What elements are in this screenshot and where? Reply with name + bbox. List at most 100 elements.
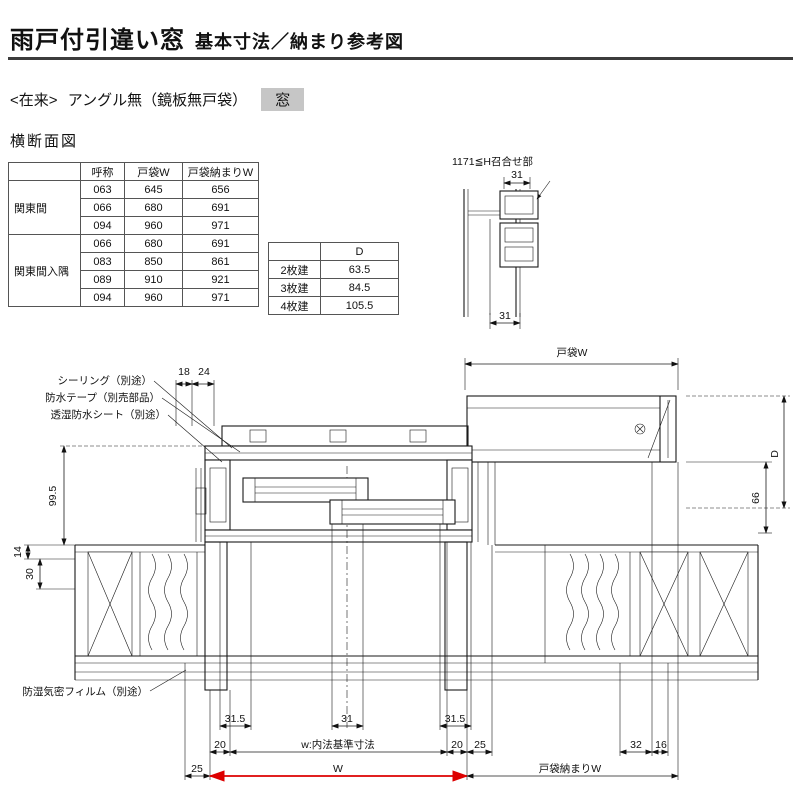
- detail-dim-bottom: 31: [499, 310, 511, 322]
- table-row: 089 910 921: [9, 270, 259, 289]
- col-header: 戸袋納まりW: [182, 162, 259, 181]
- dim-row-overlaps: 31.5 31 31.5: [219, 713, 472, 729]
- dim-label-24: 24: [198, 366, 210, 378]
- wall-right: [495, 544, 759, 680]
- cell: 094: [80, 288, 125, 307]
- dim-label-31-5-left: 31.5: [225, 713, 246, 725]
- page-subtitle: 基本寸法／納まり参考図: [195, 32, 404, 52]
- spec-prefix: <在来>: [10, 92, 58, 109]
- dim-label-31-5-right: 31.5: [445, 713, 466, 725]
- sash-outer: [329, 499, 456, 525]
- annotation-tape: 防水テープ（別売部品）: [45, 391, 160, 404]
- cell: 921: [182, 270, 259, 289]
- dim-d: D: [686, 395, 790, 509]
- dim-label-20-right: 20: [451, 739, 463, 751]
- cell: 089: [80, 270, 125, 289]
- cell: 3枚建: [268, 278, 321, 297]
- cell: 84.5: [320, 278, 399, 297]
- dim-label-66: 66: [750, 492, 762, 504]
- cell: 960: [124, 288, 183, 307]
- head-board: [221, 425, 469, 447]
- group-label: 関東間: [8, 180, 81, 235]
- extension-lines: [184, 462, 679, 780]
- group-label: 関東間入隅: [8, 234, 81, 307]
- cross-section-figure: 戸袋W D 66: [12, 346, 790, 782]
- cell: 680: [124, 234, 183, 253]
- detail-dim-top: 31: [511, 169, 523, 181]
- spec-line: <在来> アングル無（鏡板無戸袋） 窓: [10, 88, 305, 111]
- cell: 656: [182, 180, 259, 199]
- dim-label-18: 18: [178, 366, 190, 378]
- depth-table: D 2枚建 63.5 3枚建 84.5 4枚建 105.5: [268, 242, 399, 315]
- cell: 850: [124, 252, 183, 271]
- window-frame: [195, 445, 473, 728]
- section-heading: 横断面図: [10, 133, 79, 150]
- size-table: 呼称 戸袋W 戸袋納まりW 関東間 063 645 656 066 680 69…: [8, 162, 259, 307]
- corner-cell: [268, 242, 321, 261]
- dim-label-25-right: 25: [474, 739, 486, 751]
- dim-label-32: 32: [630, 739, 642, 751]
- cell: 105.5: [320, 296, 399, 315]
- cell: 691: [182, 198, 259, 217]
- cell: 2枚建: [268, 260, 321, 279]
- dim-label-25-left: 25: [191, 763, 203, 775]
- cell: 63.5: [320, 260, 399, 279]
- cell: 680: [124, 198, 183, 217]
- dim-18-24: 18 24: [175, 366, 215, 426]
- shutter-box: [466, 395, 677, 545]
- dim-label-d: D: [769, 450, 781, 458]
- dim-label-tobukuro-w: 戸袋W: [557, 346, 588, 359]
- depth-table-header-row: D: [268, 242, 399, 261]
- cell: 083: [80, 252, 125, 271]
- meeting-stile-detail: 1171≦H召合せ部 31 31: [452, 155, 551, 329]
- col-header: D: [320, 242, 399, 261]
- cell: 910: [124, 270, 183, 289]
- cell: 094: [80, 216, 125, 235]
- dim-label-w-inner: w:内法基準寸法: [300, 738, 375, 751]
- dim-row-inner: 20 w:内法基準寸法 20 25 32 16: [209, 738, 669, 755]
- table-row: 3枚建 84.5: [268, 278, 399, 297]
- dim-label-20-left: 20: [214, 739, 226, 751]
- cell: 645: [124, 180, 183, 199]
- dim-label-14: 14: [12, 546, 24, 558]
- dim-66: 66: [686, 461, 772, 534]
- cell: 066: [80, 198, 125, 217]
- table-row: 関東間入隅 066 680 691: [8, 234, 259, 307]
- cell: 066: [80, 234, 125, 253]
- annotation-sealing: シーリング（別途）: [58, 374, 153, 387]
- table-row: 094 960 971: [9, 288, 259, 307]
- title-rule: [8, 57, 793, 60]
- table-row: 094 960 971: [9, 216, 259, 235]
- wall-bottom-lines: [75, 655, 758, 681]
- dim-tobukuro-w: 戸袋W: [464, 346, 679, 390]
- cell: 971: [182, 288, 259, 307]
- detail-title: 1171≦H召合せ部: [452, 155, 533, 168]
- cell: 861: [182, 252, 259, 271]
- frame-posts: [204, 541, 468, 691]
- dim-label-tobukuro-osamari-w: 戸袋納まりW: [539, 762, 601, 775]
- cell: 063: [80, 180, 125, 199]
- annotation-film: 防湿気密フィルム（別途）: [22, 685, 148, 698]
- col-header: 戸袋W: [124, 162, 183, 181]
- cell: 691: [182, 234, 259, 253]
- cell: 960: [124, 216, 183, 235]
- spec-label: アングル無（鏡板無戸袋）: [67, 92, 248, 109]
- window-badge: 窓: [261, 88, 305, 111]
- table-row: 関東間 063 645 656: [8, 180, 259, 235]
- annotation-sheet: 透湿防水シート（別途）: [51, 408, 167, 421]
- dim-label-31: 31: [341, 713, 353, 725]
- cell: 971: [182, 216, 259, 235]
- annotations-left: シーリング（別途） 防水テープ（別売部品） 透湿防水シート（別途） 防湿気密フィ…: [22, 374, 241, 698]
- dim-14-30: 14 30: [12, 544, 75, 590]
- cell: 4枚建: [268, 296, 321, 315]
- col-header: 呼称: [80, 162, 125, 181]
- dim-label-99-5: 99.5: [47, 486, 59, 507]
- page-title: 雨戸付引違い窓: [10, 27, 185, 54]
- corner-cell: [8, 162, 81, 181]
- dim-label-16: 16: [655, 739, 667, 751]
- size-table-header-row: 呼称 戸袋W 戸袋納まりW: [8, 162, 259, 181]
- dim-99-5: 99.5: [24, 445, 205, 546]
- dim-label-30: 30: [24, 568, 36, 580]
- table-row: 4枚建 105.5: [268, 296, 399, 315]
